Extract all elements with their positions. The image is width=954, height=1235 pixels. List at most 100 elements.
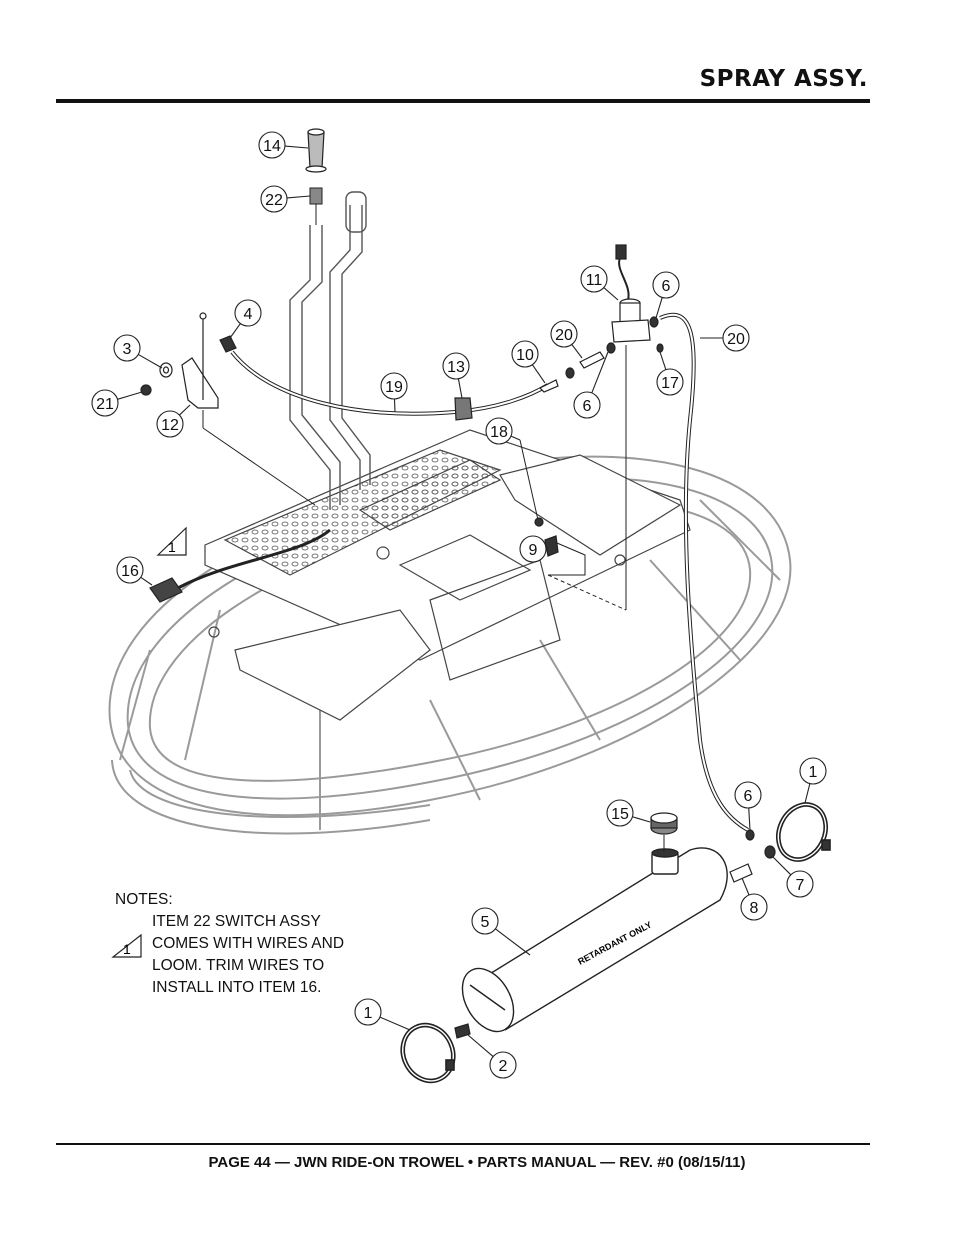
notes-line: LOOM. TRIM WIRES TO [152, 957, 325, 974]
callout-circle [652, 271, 680, 299]
callout-number: 1 [364, 1005, 373, 1022]
notes-flag-number: 1 [123, 941, 131, 957]
callout-c21: 21 [91, 389, 143, 417]
note-flag-number: 1 [168, 539, 176, 555]
hose-fittings [534, 316, 664, 557]
callout-c13: 13 [442, 352, 470, 399]
callout-number: 20 [727, 331, 745, 348]
callout-leader [771, 855, 792, 876]
page-footer: PAGE 44 — JWN RIDE-ON TROWEL • PARTS MAN… [208, 1154, 746, 1171]
washer [140, 362, 173, 396]
callout-leader [467, 1034, 494, 1057]
callout-c5: 5 [471, 907, 531, 956]
callout-c10: 10 [511, 340, 546, 384]
switch-assy [309, 187, 323, 225]
callout-c17: 17 [656, 351, 684, 396]
callout-circle [471, 907, 499, 935]
notes-block: NOTES: ITEM 22 SWITCH ASSY COMES WITH WI… [115, 889, 344, 999]
callout-number: 1 [809, 764, 818, 781]
callout-leader [286, 195, 311, 199]
trowel-frame [204, 429, 691, 721]
callout-leader [138, 353, 163, 369]
callout-circle [116, 556, 144, 584]
callout-circle [606, 799, 634, 827]
note-flag-triangle: 1 [156, 526, 187, 556]
footer-rule [56, 1143, 870, 1145]
callout-number: 6 [662, 278, 671, 295]
notes-line: ITEM 22 SWITCH ASSY [152, 913, 321, 930]
callout-number: 5 [481, 914, 490, 931]
callout-leader [379, 1016, 411, 1031]
callout-c6b: 6 [573, 351, 609, 419]
callout-circle [656, 368, 684, 396]
callout-circle [740, 893, 768, 921]
leader-lines [202, 345, 627, 611]
callout-c1a: 1 [799, 757, 827, 804]
callout-c15: 15 [606, 799, 651, 827]
callout-number: 18 [490, 424, 508, 441]
bracket [181, 312, 219, 409]
callout-number: 21 [96, 396, 114, 413]
tank-cap [650, 812, 678, 835]
callout-leader [659, 351, 667, 370]
callout-circle [380, 372, 408, 400]
handle-grip [305, 128, 327, 173]
callout-circle [511, 340, 539, 368]
callout-leader [495, 928, 531, 956]
callout-leader [603, 287, 619, 301]
harness-wire [177, 528, 331, 590]
callout-number: 6 [583, 398, 592, 415]
callout-leader [748, 807, 751, 831]
callout-circle [442, 352, 470, 380]
callout-number: 22 [265, 192, 283, 209]
callout-leader [284, 145, 309, 149]
callout-c1b: 1 [354, 998, 411, 1031]
callout-number: 19 [385, 379, 403, 396]
callout-leader [179, 404, 191, 416]
callout-c20a: 20 [550, 320, 583, 359]
callout-number: 2 [499, 1058, 508, 1075]
callout-c19: 19 [380, 372, 408, 413]
callout-circle [156, 410, 184, 438]
callout-number: 12 [161, 417, 179, 434]
callout-number: 10 [516, 347, 534, 364]
callout-leader [393, 398, 396, 413]
callout-circle [734, 781, 762, 809]
callout-circle [260, 185, 288, 213]
callout-leader [510, 435, 521, 441]
callout-c6c: 6 [734, 781, 762, 831]
notes-line: INSTALL INTO ITEM 16. [152, 979, 322, 996]
notes-flag-triangle: 1 [111, 933, 143, 964]
callout-c6a: 6 [652, 271, 680, 319]
callout-c3: 3 [113, 334, 163, 369]
connector [149, 577, 183, 603]
callout-c20b: 20 [700, 324, 750, 352]
callout-leader [655, 297, 663, 319]
spray-pump [611, 244, 651, 343]
callout-circle [489, 1051, 517, 1079]
callout-c12: 12 [156, 404, 191, 438]
callout-number: 6 [744, 788, 753, 805]
callout-leader [591, 351, 609, 394]
header-rule [56, 99, 870, 103]
notes-header: NOTES: [115, 891, 173, 908]
callout-circle [722, 324, 750, 352]
callout-number: 13 [447, 359, 465, 376]
elbow-fitting [219, 335, 237, 353]
callout-c2: 2 [467, 1034, 517, 1079]
callout-number: 8 [750, 900, 759, 917]
callout-circle [113, 334, 141, 362]
callout-circle [799, 757, 827, 785]
notes-line: COMES WITH WIRES AND [152, 935, 345, 952]
callout-circle [580, 265, 608, 293]
handle-bars [289, 191, 371, 510]
callout-c18: 18 [485, 417, 521, 445]
callout-circle [234, 299, 262, 327]
callout-number: 9 [529, 542, 538, 559]
callout-circle [354, 998, 382, 1026]
callout-leader [531, 364, 546, 384]
callout-circle [258, 131, 286, 159]
page-title: SPRAY ASSY. [699, 66, 868, 92]
retardant-tank [461, 847, 728, 1033]
